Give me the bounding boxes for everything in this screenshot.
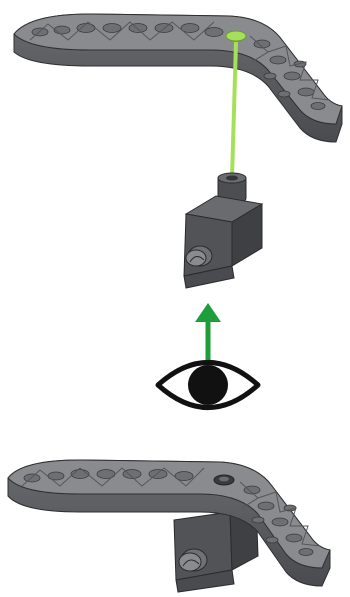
- eye-icon: [158, 363, 258, 408]
- target-hole-highlight: [226, 31, 246, 41]
- beam-part-icon: [14, 14, 342, 142]
- connector-bracket-icon: [184, 173, 262, 288]
- assembled-part-icon: [8, 460, 330, 592]
